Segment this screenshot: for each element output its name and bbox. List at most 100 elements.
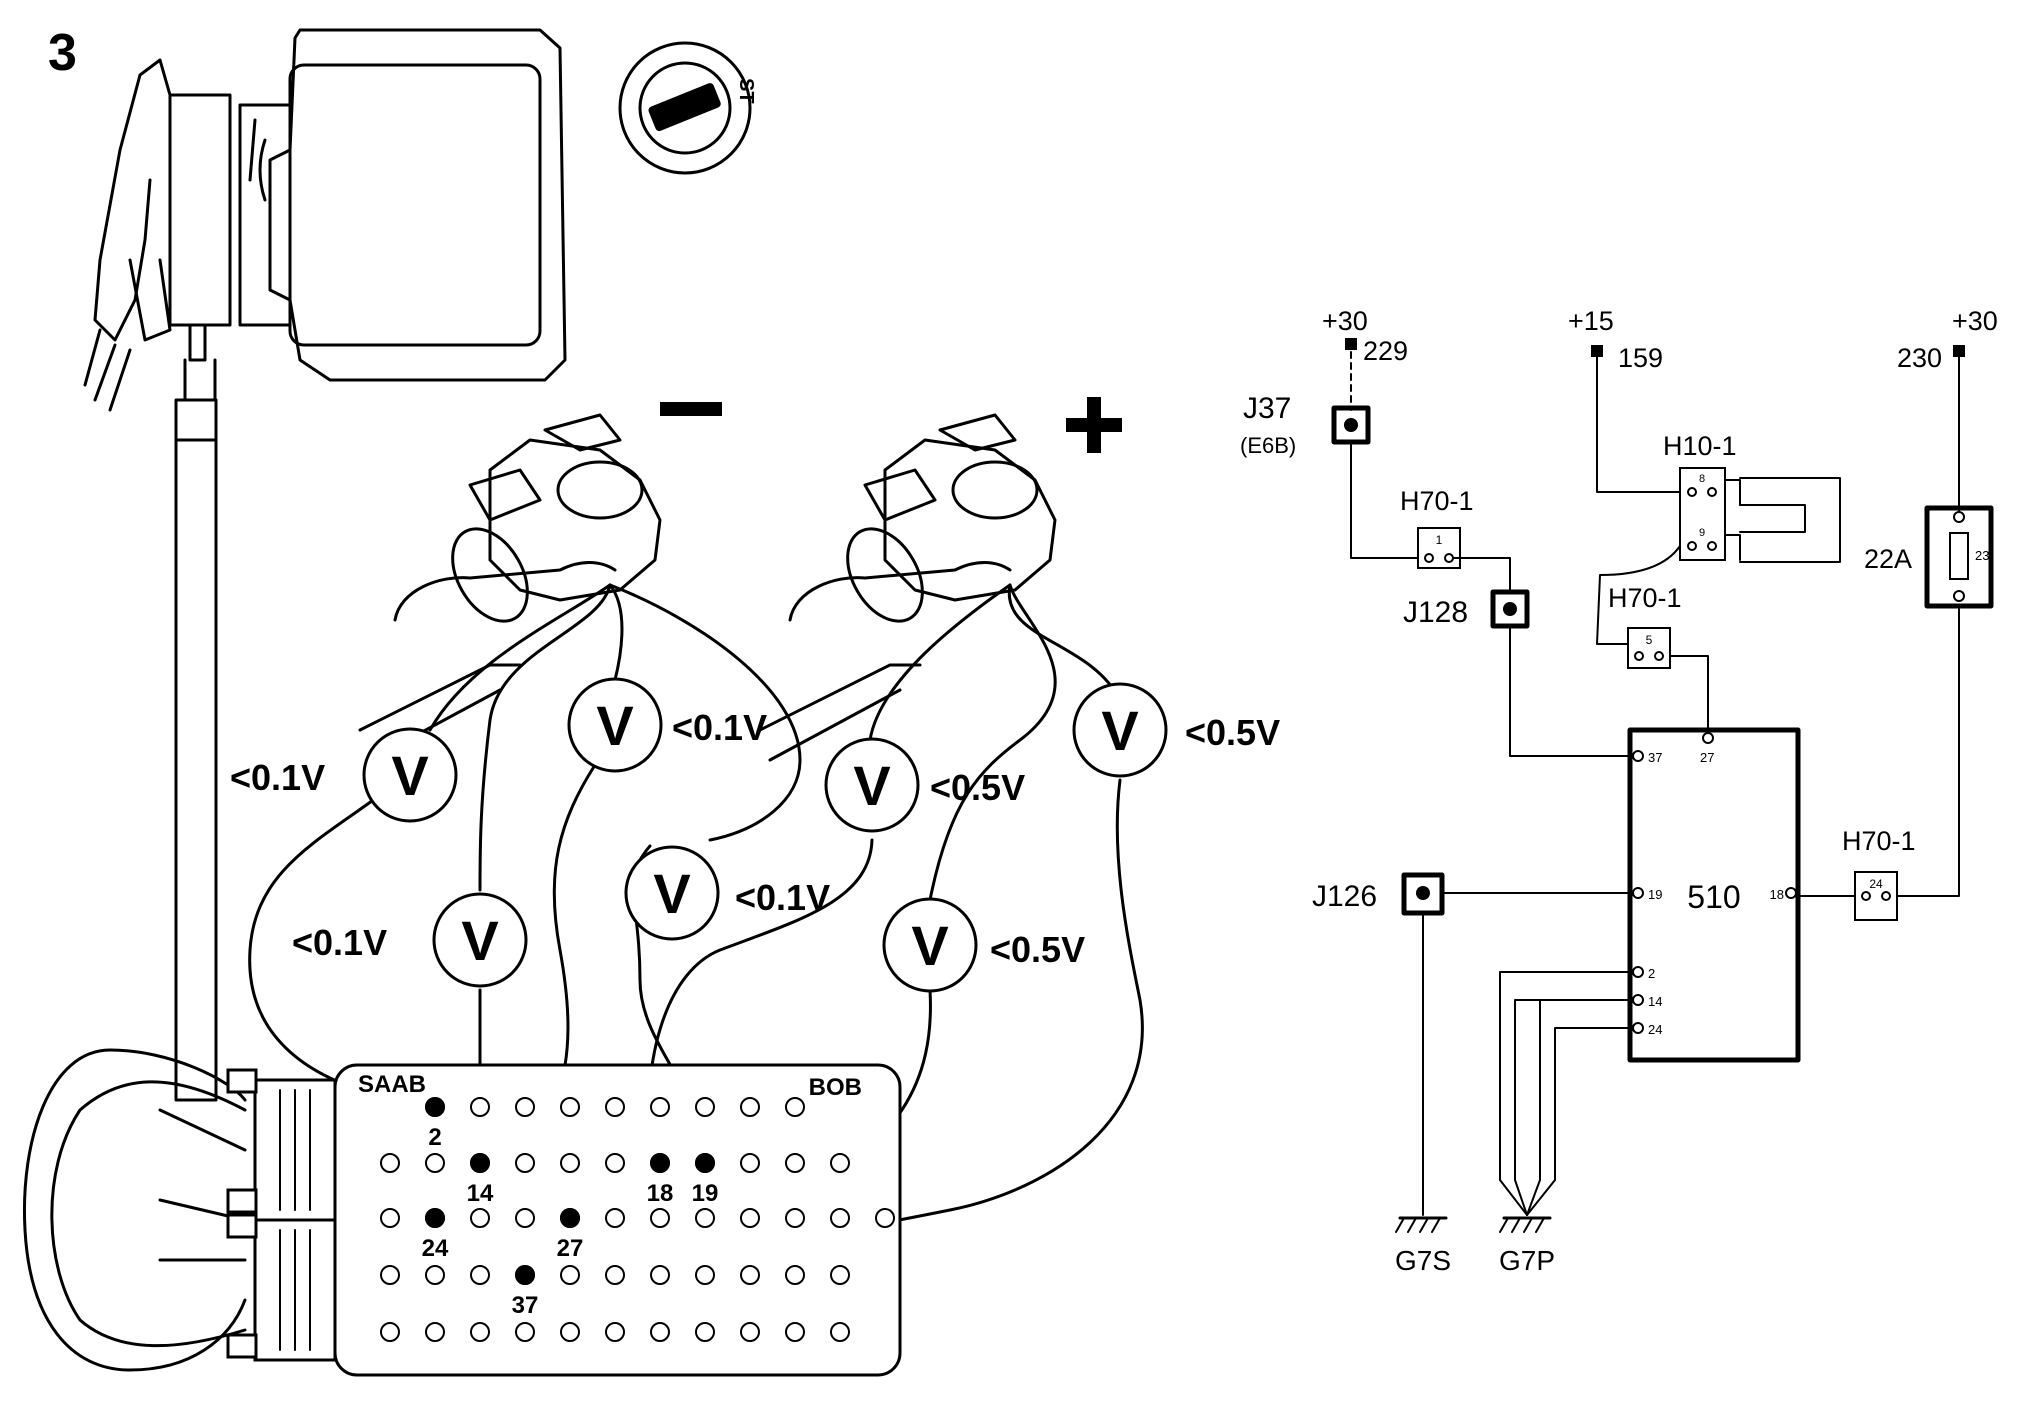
bob-hole bbox=[785, 1097, 805, 1117]
bob-pin-label: 19 bbox=[692, 1180, 719, 1207]
bob-active-pin bbox=[470, 1153, 490, 1173]
voltmeter-3: V <0.1V bbox=[567, 677, 767, 773]
bob-hole bbox=[830, 1265, 850, 1285]
bob-hole bbox=[830, 1322, 850, 1342]
bob-hole bbox=[695, 1097, 715, 1117]
bob-hole bbox=[740, 1208, 760, 1228]
control-unit-pin: 24 bbox=[1648, 1022, 1662, 1037]
ignition-st-label: ST bbox=[735, 78, 757, 104]
voltmeter-symbol: V bbox=[653, 862, 690, 925]
bob-hole bbox=[605, 1097, 625, 1117]
control-unit-510: 510 37 27 19 18 2 14 24 bbox=[1627, 727, 1801, 1063]
connector-pin: 24 bbox=[1869, 877, 1883, 891]
bob-hole bbox=[470, 1265, 490, 1285]
bob-active-pin bbox=[560, 1208, 580, 1228]
supply-wire-label: 159 bbox=[1618, 343, 1663, 373]
supply-terminal-label: +15 bbox=[1568, 306, 1614, 336]
voltmeter-reading: <0.5V bbox=[990, 929, 1085, 970]
connector-label: H70-1 bbox=[1400, 486, 1474, 516]
bob-hole bbox=[785, 1265, 805, 1285]
bob-pin-label: 14 bbox=[467, 1180, 494, 1207]
bob-hole bbox=[560, 1265, 580, 1285]
bob-hole bbox=[515, 1097, 535, 1117]
bob-hole bbox=[650, 1208, 670, 1228]
bob-connectors bbox=[226, 1068, 337, 1362]
figure-number: 3 bbox=[48, 24, 77, 82]
supply-159: +15 159 bbox=[1568, 306, 1681, 493]
connector-h10-1: H10-1 8 9 bbox=[1663, 431, 1841, 563]
bob-hole bbox=[605, 1208, 625, 1228]
control-unit-illustration bbox=[83, 28, 567, 412]
bob-hole bbox=[380, 1153, 400, 1173]
bob-hole bbox=[560, 1097, 580, 1117]
bob-hole bbox=[605, 1322, 625, 1342]
bob-active-pin bbox=[650, 1153, 670, 1173]
bob-hole bbox=[740, 1153, 760, 1173]
control-unit-pin: 19 bbox=[1648, 887, 1662, 902]
bob-hole bbox=[650, 1097, 670, 1117]
bob-hole bbox=[425, 1265, 445, 1285]
connector-label: H70-1 bbox=[1608, 583, 1682, 613]
battery-terminal-positive: + bbox=[758, 397, 1122, 762]
voltmeter-6: V <0.5V bbox=[1072, 682, 1280, 778]
bob-hole bbox=[380, 1208, 400, 1228]
voltmeter-symbol: V bbox=[853, 754, 890, 817]
bob-hole bbox=[470, 1208, 490, 1228]
bob-hole bbox=[740, 1265, 760, 1285]
voltmeter-reading: <0.5V bbox=[1185, 712, 1280, 753]
bob-hole bbox=[560, 1153, 580, 1173]
voltmeter-symbol: V bbox=[391, 744, 428, 807]
supply-terminal-label: +30 bbox=[1952, 306, 1998, 336]
voltmeter-1: V <0.1V bbox=[230, 727, 458, 823]
bob-pin-label: 24 bbox=[422, 1235, 449, 1262]
voltmeter-7: V <0.5V bbox=[882, 897, 1085, 993]
supply-229: +30 229 bbox=[1322, 306, 1408, 411]
junction-sublabel: (E6B) bbox=[1240, 433, 1296, 458]
bob-brand-label: SAAB bbox=[358, 1071, 426, 1098]
connector-pin: 9 bbox=[1699, 527, 1705, 539]
bob-hole bbox=[380, 1265, 400, 1285]
junction-label: J126 bbox=[1312, 880, 1377, 913]
bob-hole bbox=[785, 1322, 805, 1342]
bob-hole bbox=[785, 1153, 805, 1173]
fuse-number: 23 bbox=[1975, 548, 1989, 563]
control-unit-label: 510 bbox=[1687, 879, 1740, 915]
harness-cable bbox=[22, 398, 247, 1372]
junction-j37: J37 (E6B) bbox=[1240, 392, 1371, 458]
bob-active-pin bbox=[425, 1208, 445, 1228]
control-unit-pin: 37 bbox=[1648, 750, 1662, 765]
bob-hole bbox=[695, 1265, 715, 1285]
voltmeter-symbol: V bbox=[911, 914, 948, 977]
supply-wire-label: 230 bbox=[1897, 343, 1942, 373]
bob-hole bbox=[830, 1153, 850, 1173]
bob-name-label: BOB bbox=[809, 1074, 862, 1101]
voltmeter-reading: <0.1V bbox=[735, 877, 830, 918]
bob-pin-label: 18 bbox=[647, 1180, 674, 1207]
voltmeter-5: V <0.5V bbox=[824, 737, 1025, 833]
voltmeter-reading: <0.5V bbox=[930, 767, 1025, 808]
junction-j126: J126 bbox=[1312, 872, 1445, 916]
bob-hole bbox=[740, 1322, 760, 1342]
voltmeter-symbol: V bbox=[461, 909, 498, 972]
bob-hole bbox=[695, 1208, 715, 1228]
connector-h70-1-pin24: H70-1 24 bbox=[1842, 826, 1916, 921]
supply-230: +30 230 bbox=[1897, 306, 1998, 513]
control-unit-pin: 27 bbox=[1700, 750, 1714, 765]
control-unit-pin: 2 bbox=[1648, 966, 1655, 981]
bob-hole bbox=[830, 1208, 850, 1228]
voltmeter-2: V <0.1V bbox=[292, 892, 528, 988]
ignition-switch: ST bbox=[618, 41, 757, 175]
fuse-22a: 22A 23 bbox=[1864, 505, 1994, 609]
ground-label: G7S bbox=[1395, 1245, 1451, 1276]
ground-g7s: G7S bbox=[1395, 1216, 1451, 1276]
control-unit-pin: 18 bbox=[1770, 887, 1784, 902]
bob-hole bbox=[605, 1265, 625, 1285]
supply-terminal-label: +30 bbox=[1322, 306, 1368, 336]
connector-pin: 5 bbox=[1646, 633, 1653, 647]
voltmeter-symbol: V bbox=[596, 694, 633, 757]
bob-hole bbox=[380, 1322, 400, 1342]
bob-hole bbox=[515, 1322, 535, 1342]
illustration: 3 bbox=[22, 24, 1280, 1377]
bob-hole bbox=[785, 1208, 805, 1228]
